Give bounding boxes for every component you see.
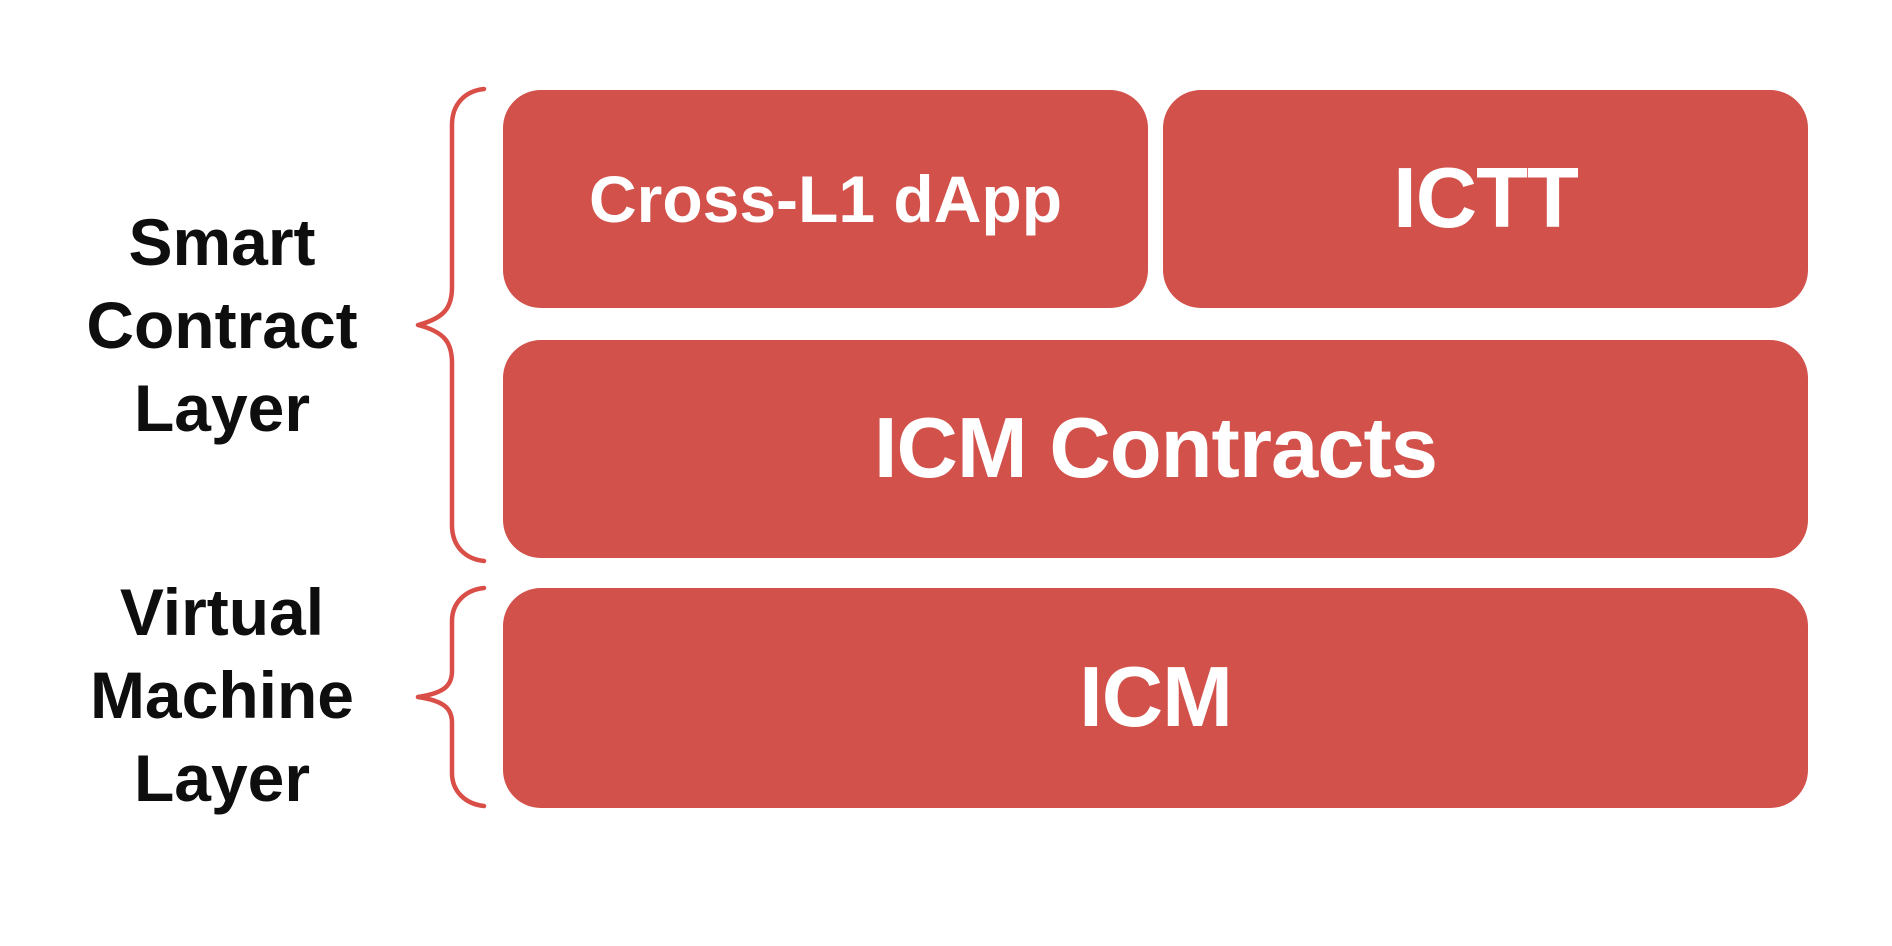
box-icm-contracts-label: ICM Contracts xyxy=(873,401,1438,496)
box-ictt: ICTT xyxy=(1163,90,1808,308)
smart-contract-layer-label-line3: Layer xyxy=(133,371,311,445)
box-icm-contracts: ICM Contracts xyxy=(503,340,1808,558)
virtual-machine-layer-label-line1: Virtual xyxy=(119,575,325,649)
smart-contract-layer-label-line2: Contract xyxy=(86,288,358,362)
box-icm-label: ICM xyxy=(1079,650,1233,745)
smart-contract-layer-label: Smart Contract Layer xyxy=(40,201,404,450)
virtual-machine-layer-label: Virtual Machine Layer xyxy=(40,571,404,820)
box-cross-l1-dapp: Cross-L1 dApp xyxy=(503,90,1148,308)
virtual-machine-layer-label-line3: Layer xyxy=(133,741,311,815)
box-ictt-label: ICTT xyxy=(1393,151,1579,246)
smart-contract-layer-label-line1: Smart xyxy=(128,205,316,279)
box-icm: ICM xyxy=(503,588,1808,808)
box-cross-l1-dapp-label: Cross-L1 dApp xyxy=(588,162,1063,236)
virtual-machine-layer-label-line2: Machine xyxy=(89,658,355,732)
virtual-machine-layer-brace-icon xyxy=(415,585,487,809)
smart-contract-layer-brace-icon xyxy=(415,86,487,564)
